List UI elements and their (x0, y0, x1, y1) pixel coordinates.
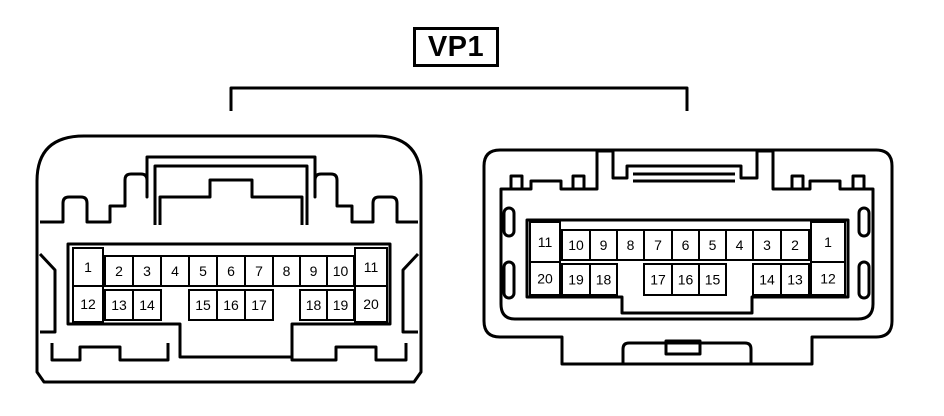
right-pin-11: 11 (529, 221, 561, 263)
pin-label: 4 (171, 263, 179, 279)
connector-title: VP1 (427, 30, 485, 63)
right-pin-10: 10 (561, 229, 591, 261)
left-pin-12: 12 (72, 285, 104, 323)
left-pin-3: 3 (132, 255, 162, 287)
pin-label: 12 (80, 296, 96, 312)
pin-label: 7 (255, 263, 263, 279)
right-pin-17: 17 (643, 263, 673, 296)
pin-label: 18 (596, 272, 612, 288)
right-pin-1: 1 (810, 221, 846, 263)
right-pin-5: 5 (698, 229, 727, 261)
pin-label: 11 (364, 259, 379, 275)
left-pin-20: 20 (354, 285, 388, 323)
left-pin-4: 4 (160, 255, 190, 287)
left-pin-19: 19 (326, 289, 355, 321)
left-pin-10: 10 (326, 255, 355, 287)
pin-label: 9 (600, 237, 608, 253)
pin-label: 1 (824, 234, 832, 250)
pin-label: 17 (650, 272, 666, 288)
right-pin-4: 4 (725, 229, 754, 261)
right-pin-16: 16 (671, 263, 700, 296)
left-pin-18: 18 (299, 289, 328, 321)
pin-label: 6 (227, 263, 235, 279)
pin-label: 2 (115, 263, 123, 279)
right-pin-18: 18 (589, 263, 618, 296)
right-pin-7: 7 (643, 229, 673, 261)
right-pin-8: 8 (616, 229, 645, 261)
pin-label: 12 (820, 271, 836, 287)
pin-label: 14 (759, 272, 775, 288)
pin-label: 13 (111, 297, 127, 313)
pin-label: 11 (538, 234, 553, 250)
left-pin-11: 11 (354, 247, 388, 287)
left-pin-14: 14 (132, 289, 162, 321)
pin-label: 7 (654, 237, 662, 253)
right-pin-6: 6 (671, 229, 700, 261)
right-pin-12: 12 (810, 261, 846, 296)
left-pin-15: 15 (188, 289, 218, 321)
pin-label: 18 (306, 297, 322, 313)
left-pin-17: 17 (244, 289, 274, 321)
pin-label: 4 (736, 237, 744, 253)
pin-label: 2 (791, 237, 799, 253)
pin-label: 13 (787, 272, 803, 288)
right-pin-19: 19 (561, 263, 591, 296)
right-pin-20: 20 (529, 261, 561, 296)
left-pin-6: 6 (216, 255, 246, 287)
pin-label: 1 (84, 259, 92, 275)
pin-label: 19 (568, 272, 584, 288)
right-pin-13: 13 (780, 263, 810, 296)
pin-label: 6 (682, 237, 690, 253)
left-pin-8: 8 (272, 255, 301, 287)
left-pin-1: 1 (72, 247, 104, 287)
connector-title-box: VP1 (413, 27, 499, 67)
left-pin-16: 16 (216, 289, 246, 321)
pin-label: 3 (763, 237, 771, 253)
right-pin-14: 14 (752, 263, 782, 296)
pin-label: 14 (139, 297, 155, 313)
title-bracket (229, 86, 689, 111)
pin-label: 5 (709, 237, 717, 253)
right-pin-9: 9 (589, 229, 618, 261)
pin-label: 15 (195, 297, 211, 313)
left-pin-9: 9 (299, 255, 328, 287)
pin-label: 17 (251, 297, 267, 313)
pin-label: 20 (363, 296, 379, 312)
left-pin-7: 7 (244, 255, 274, 287)
pin-label: 16 (678, 272, 694, 288)
right-connector-housing (482, 148, 894, 366)
right-pin-15: 15 (698, 263, 727, 296)
pin-label: 8 (627, 237, 635, 253)
left-pin-2: 2 (104, 255, 134, 287)
left-pin-5: 5 (188, 255, 218, 287)
left-connector-housing (35, 134, 423, 384)
pin-label: 19 (333, 297, 349, 313)
pin-label: 10 (333, 263, 349, 279)
pin-label: 8 (283, 263, 291, 279)
pin-label: 20 (537, 271, 553, 287)
pin-label: 16 (223, 297, 239, 313)
left-pin-13: 13 (104, 289, 134, 321)
pin-label: 9 (310, 263, 318, 279)
pin-label: 10 (568, 237, 584, 253)
right-pin-3: 3 (752, 229, 782, 261)
right-pin-2: 2 (780, 229, 810, 261)
pin-label: 15 (705, 272, 721, 288)
pin-label: 3 (143, 263, 151, 279)
pin-label: 5 (199, 263, 207, 279)
